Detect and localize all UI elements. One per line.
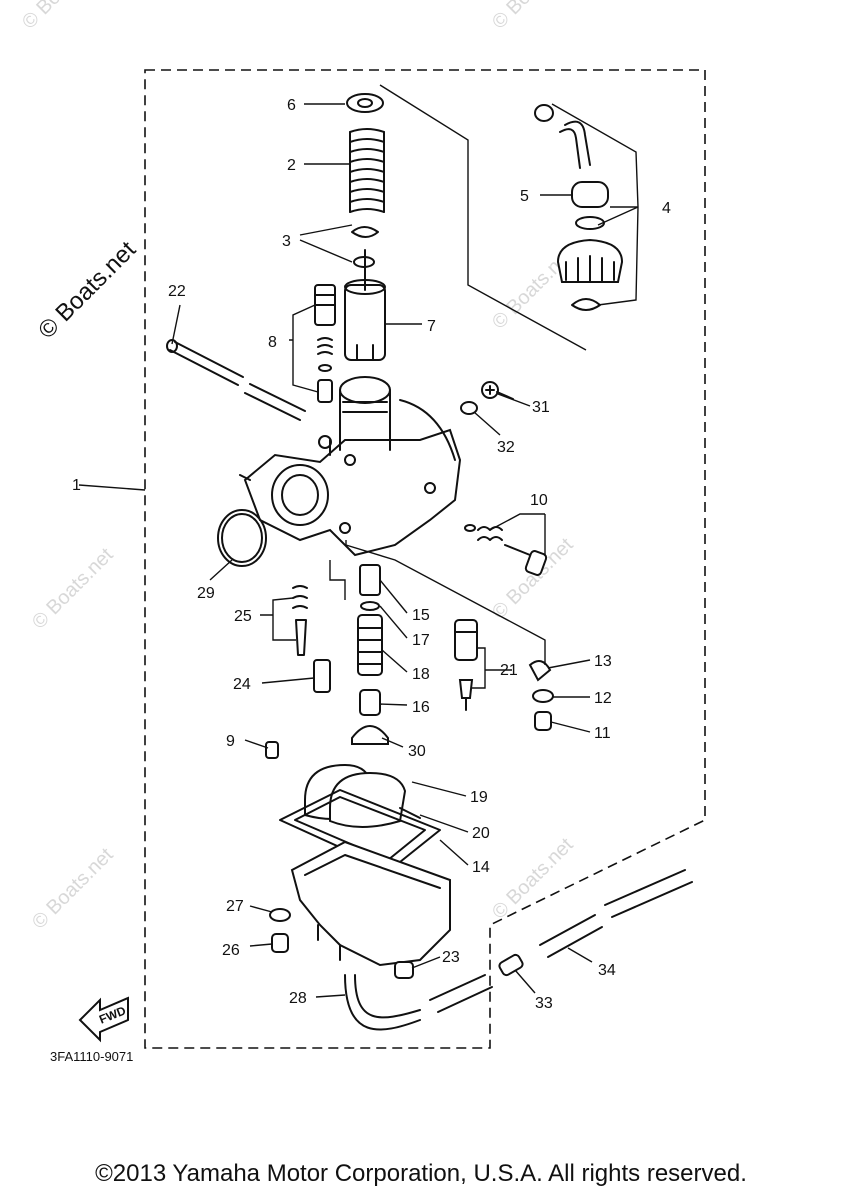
- watermark-text: © Boats.net: [28, 544, 118, 634]
- part-main-jet-16: [359, 689, 381, 716]
- watermark-text: © Boats.net: [488, 534, 578, 624]
- part-screw-26: [271, 933, 289, 953]
- callout-13: 13: [594, 653, 612, 670]
- part-pin-20: [399, 807, 421, 819]
- part-plate-13: [528, 660, 552, 682]
- part-set-8: [314, 284, 336, 403]
- callout-8: 8: [268, 334, 277, 351]
- callout-27: 27: [226, 898, 244, 915]
- part-needle-valve-21: [454, 619, 478, 711]
- callout-14: 14: [472, 859, 490, 876]
- part-washer-6: [346, 93, 384, 113]
- part-fitting-33: [498, 953, 524, 977]
- callout-11: 11: [594, 725, 611, 742]
- callout-6: 6: [287, 97, 296, 114]
- callout-21: 21: [500, 662, 518, 679]
- callout-17: 17: [412, 632, 430, 649]
- callout-9: 9: [226, 733, 235, 750]
- part-washer-32: [460, 401, 478, 415]
- callout-28: 28: [289, 990, 307, 1007]
- part-washer-27: [269, 908, 291, 922]
- leader-lines: [78, 84, 639, 998]
- part-hose-34: [429, 869, 693, 1013]
- callout-2: 2: [287, 157, 296, 174]
- watermark-text: © Boats.net: [18, 0, 108, 34]
- callout-3: 3: [282, 233, 291, 250]
- part-throttle-valve-7: [344, 249, 386, 361]
- watermark-text: © Boats.net: [488, 834, 578, 924]
- callout-19: 19: [470, 789, 488, 806]
- part-oring-17: [360, 601, 380, 611]
- callout-1: 1: [72, 477, 81, 494]
- part-stop-screw-10: [464, 524, 548, 576]
- callout-24: 24: [233, 676, 251, 693]
- part-baffle-30: [351, 725, 389, 745]
- watermark-text: © Boats.net: [488, 0, 578, 34]
- part-clip-3a: [351, 226, 379, 238]
- part-pilot-set-25: [292, 585, 308, 656]
- callout-10: 10: [530, 492, 548, 509]
- part-spring-2: [349, 128, 385, 213]
- callout-30: 30: [408, 743, 426, 760]
- callout-5: 5: [520, 188, 529, 205]
- callout-23: 23: [442, 949, 460, 966]
- part-screw-9: [265, 741, 279, 759]
- watermark-text: © Boats.net: [28, 844, 118, 934]
- callouts: 6 2 3 4 5 7 8 22 1 31 32 10 29 25 15 17 …: [72, 97, 671, 1012]
- callout-7: 7: [427, 318, 436, 335]
- assembly-boundary: [144, 69, 706, 1049]
- callout-31: 31: [532, 399, 550, 416]
- part-holder-15: [359, 564, 381, 596]
- callout-20: 20: [472, 825, 490, 842]
- callout-29: 29: [197, 585, 215, 602]
- watermark-main: © Boats.net: [33, 236, 141, 344]
- callout-18: 18: [412, 666, 430, 683]
- callout-26: 26: [222, 942, 240, 959]
- callout-32: 32: [497, 439, 515, 456]
- part-cap-set-4: [534, 104, 624, 311]
- parts-layer: [166, 93, 693, 1031]
- callout-22: 22: [168, 283, 186, 300]
- part-needle-jet-18: [357, 614, 383, 676]
- callout-25: 25: [234, 608, 252, 625]
- part-float-chamber: [290, 840, 451, 967]
- part-tube-22: [166, 339, 306, 421]
- drawing-code: 3FA1110-9071: [50, 1049, 133, 1064]
- part-screw-31: [481, 381, 514, 400]
- fwd-arrow-icon: FWD: [78, 996, 129, 1043]
- callout-15: 15: [412, 607, 430, 624]
- part-oring-29: [217, 509, 267, 567]
- part-hose-28: [344, 974, 421, 1031]
- callout-16: 16: [412, 699, 430, 716]
- part-washer-6-hole: [357, 98, 373, 108]
- copyright-notice: ©2013 Yamaha Motor Corporation, U.S.A. A…: [95, 1160, 747, 1187]
- callout-33: 33: [535, 995, 553, 1012]
- part-screw-23: [394, 961, 414, 979]
- part-carburetor-body-1: [239, 376, 462, 557]
- callout-34: 34: [598, 962, 616, 979]
- part-starter-jet-24: [313, 659, 331, 693]
- part-washer-12: [532, 689, 554, 703]
- callout-12: 12: [594, 690, 612, 707]
- callout-4: 4: [662, 200, 671, 217]
- part-screw-11: [534, 711, 552, 731]
